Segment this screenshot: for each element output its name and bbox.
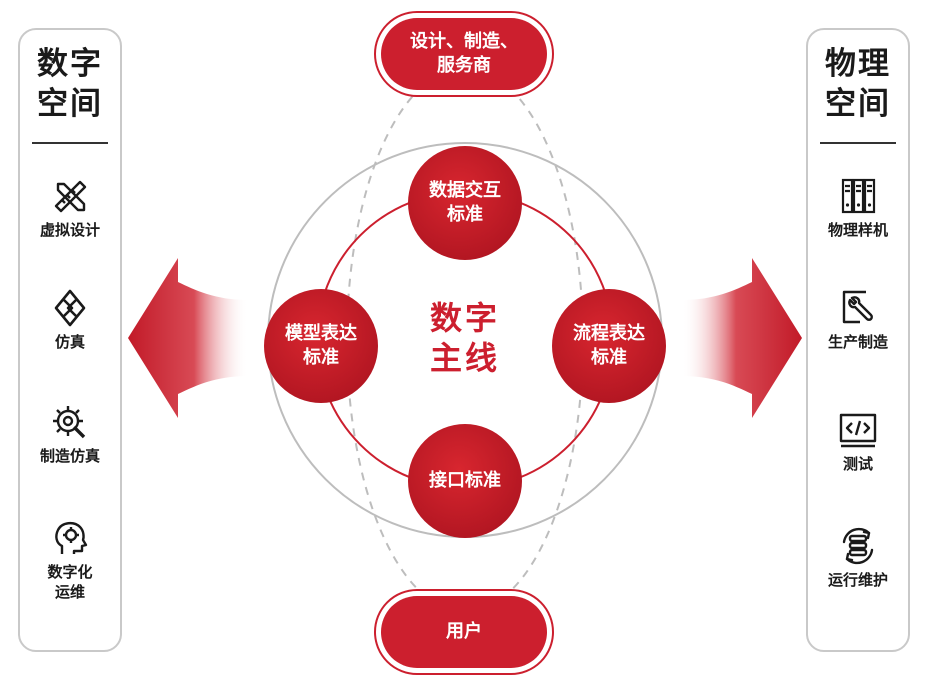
digital-space-title: 数字 空间 bbox=[20, 44, 120, 124]
node-top-label: 数据交互 标准 bbox=[429, 180, 501, 225]
item-label: 数字化 运维 bbox=[47, 563, 93, 601]
node-bottom-label: 接口标准 bbox=[429, 470, 501, 491]
item-physical-prototype: 物理样机 bbox=[808, 176, 908, 240]
item-label: 物理样机 bbox=[827, 221, 888, 239]
item-label: 测试 bbox=[842, 455, 873, 473]
ruler-pencil-icon bbox=[54, 180, 87, 213]
server-rack-icon bbox=[841, 178, 876, 214]
wrench-box-icon bbox=[842, 290, 873, 324]
item-label: 仿真 bbox=[54, 333, 85, 351]
item-testing: 测试 bbox=[808, 410, 908, 474]
pill-bottom-label: 用户 bbox=[446, 621, 482, 642]
item-label: 虚拟设计 bbox=[39, 221, 100, 239]
gear-wrench-icon bbox=[53, 406, 86, 439]
center-title-line2: 主线 bbox=[429, 339, 500, 377]
panel-divider bbox=[820, 142, 896, 144]
item-label: 生产制造 bbox=[827, 333, 888, 351]
item-production: 生产制造 bbox=[808, 288, 908, 352]
center-title-line1: 数字 bbox=[429, 299, 500, 337]
physical-space-panel: 物理 空间 物理样机 生产制造 bbox=[806, 28, 910, 652]
center-title: 数字 主线 bbox=[395, 298, 535, 378]
node-top bbox=[408, 146, 522, 260]
title-line: 空间 bbox=[37, 86, 103, 122]
item-virtual-design: 虚拟设计 bbox=[20, 176, 120, 240]
item-label: 运行维护 bbox=[827, 571, 888, 589]
node-bottom bbox=[408, 424, 522, 538]
node-right-label: 流程表达 标准 bbox=[573, 323, 645, 368]
left-arrow bbox=[128, 258, 248, 418]
digital-space-panel: 数字 空间 虚拟设计 仿真 bbox=[18, 28, 122, 652]
node-right bbox=[552, 289, 666, 403]
pill-top bbox=[374, 11, 554, 97]
physical-space-title: 物理 空间 bbox=[808, 44, 908, 124]
title-line: 空间 bbox=[825, 86, 891, 122]
code-tag-icon bbox=[839, 413, 877, 448]
right-arrow bbox=[682, 258, 802, 418]
item-label: 制造仿真 bbox=[39, 447, 100, 465]
title-line: 物理 bbox=[825, 46, 891, 82]
item-simulation: 仿真 bbox=[20, 288, 120, 352]
title-line: 数字 bbox=[37, 46, 103, 82]
pill-top-label: 设计、制造、 服务商 bbox=[410, 31, 518, 76]
node-left-label: 模型表达 标准 bbox=[285, 323, 357, 368]
item-manufacturing-sim: 制造仿真 bbox=[20, 402, 120, 466]
item-operation: 运行维护 bbox=[808, 526, 908, 590]
pill-bottom bbox=[374, 589, 554, 675]
diamond-link-icon bbox=[54, 289, 86, 327]
node-left bbox=[264, 289, 378, 403]
database-cycle-icon bbox=[842, 527, 874, 565]
head-gear-icon bbox=[55, 522, 88, 554]
panel-divider bbox=[32, 142, 108, 144]
item-digital-ops: 数字化 运维 bbox=[20, 518, 120, 602]
